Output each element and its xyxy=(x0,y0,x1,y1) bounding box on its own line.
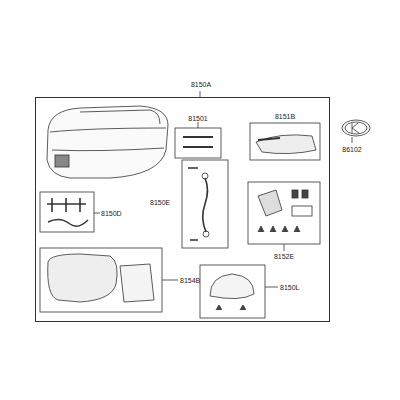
callout-number: 8152E xyxy=(274,253,294,260)
callout-number: 8154B xyxy=(180,277,200,284)
callout-number: 86102 xyxy=(342,146,361,153)
callout-number: 8150L xyxy=(280,284,299,291)
callout-number: 8150E xyxy=(150,199,170,206)
callout-number: 8151B xyxy=(275,113,295,120)
callout-number: 8150A xyxy=(191,81,211,88)
callout-number: 81501 xyxy=(188,115,207,122)
callout-number: 8150D xyxy=(101,210,122,217)
